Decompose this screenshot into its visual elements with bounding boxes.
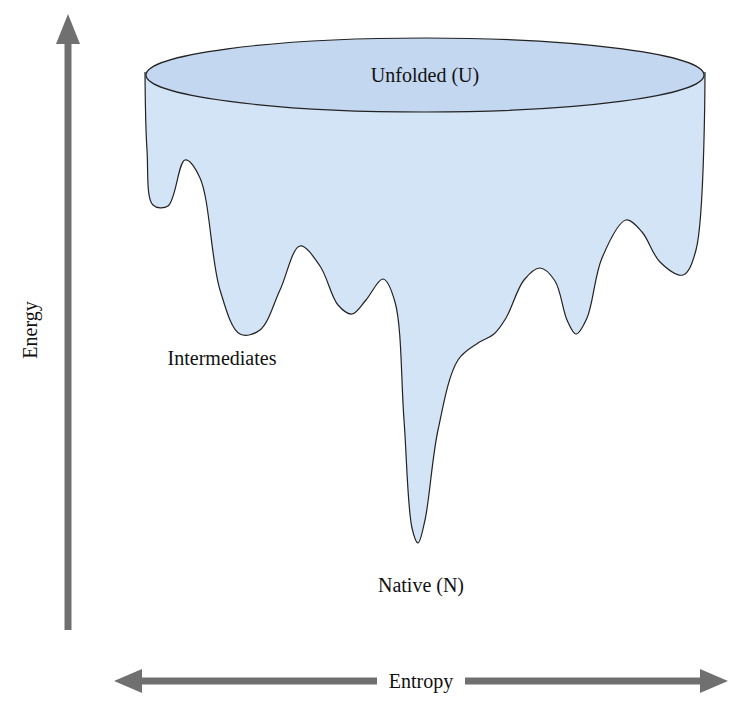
state-label: Unfolded (U) (371, 63, 479, 87)
axis-label: Entropy (377, 669, 465, 693)
energy-funnel (145, 72, 705, 543)
intermediates-label: Intermediates (168, 346, 277, 370)
energy-axis-arrow (56, 14, 80, 630)
entropy-axis-arrow (114, 669, 728, 693)
funnel-outline (145, 72, 705, 543)
funnel-top-ellipse: Unfolded (U) (145, 37, 705, 113)
native-state-label: Native (N) (378, 573, 464, 597)
axis-label: Energy (18, 301, 42, 358)
